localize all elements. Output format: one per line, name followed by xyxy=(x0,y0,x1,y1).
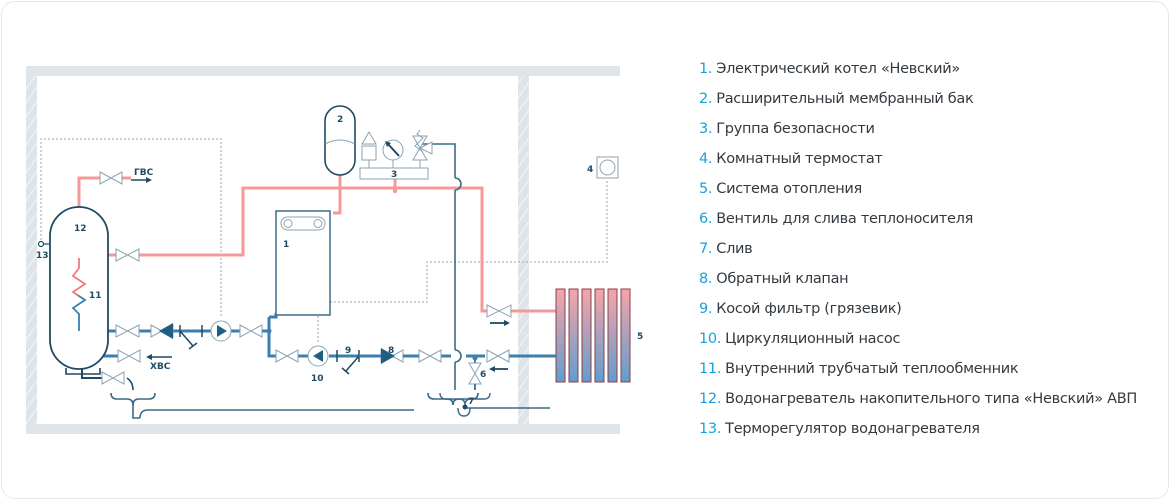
circulation-pump: 10 xyxy=(307,345,329,384)
valve-icon xyxy=(239,324,263,338)
legend-number: 7. xyxy=(699,241,713,257)
legend-number: 10. xyxy=(699,331,722,347)
legend-item: 3.Группа безопасности xyxy=(699,118,1137,148)
filter-heater-loop xyxy=(179,325,203,350)
legend-item: 1.Электрический котел «Невский» xyxy=(699,58,1137,88)
cold-water-label: ХВС xyxy=(150,362,171,372)
ceiling xyxy=(26,66,620,76)
legend-text: Внутренний трубчатый теплообменник xyxy=(725,361,1019,377)
valve-icon xyxy=(101,371,125,385)
hot-water-label: ГВС xyxy=(134,168,154,178)
safety-valve-icon xyxy=(412,147,428,161)
radiator: 5 xyxy=(555,288,643,383)
label-3: 3 xyxy=(391,170,397,180)
legend-text: Терморегулятор водонагревателя xyxy=(725,421,980,437)
boiler: 1 xyxy=(275,210,331,316)
legend-text: Группа безопасности xyxy=(716,121,875,137)
legend-item: 6.Вентиль для слива теплоносителя xyxy=(699,208,1137,238)
label-4: 4 xyxy=(587,165,593,175)
valve-icon xyxy=(486,349,510,363)
legend-number: 1. xyxy=(699,61,713,77)
legend-text: Водонагреватель накопительного типа «Нев… xyxy=(725,391,1137,407)
pump-heater-loop xyxy=(210,320,232,342)
legend-number: 5. xyxy=(699,181,713,197)
left-wall xyxy=(26,76,37,434)
label-7: 7 xyxy=(468,397,474,407)
legend-text: Слив xyxy=(716,241,753,257)
label-13: 13 xyxy=(36,251,49,261)
legend-number: 2. xyxy=(699,91,713,107)
thermoregulator-sensor xyxy=(37,240,45,248)
room-thermostat: 4 xyxy=(587,156,619,179)
valve-icon xyxy=(115,324,140,338)
air-vent-icon xyxy=(361,145,377,161)
legend-text: Электрический котел «Невский» xyxy=(716,61,960,77)
legend-item: 5.Система отопления xyxy=(699,178,1137,208)
check-valve: 8 xyxy=(380,346,404,364)
water-heater: 12 11 13 xyxy=(36,206,109,379)
partition-wall xyxy=(518,76,529,424)
expansion-tank: 2 xyxy=(324,105,356,176)
valve-icon xyxy=(486,304,512,318)
valve-icon xyxy=(275,349,299,363)
legend-text: Обратный клапан xyxy=(716,271,849,287)
legend-number: 9. xyxy=(699,301,713,317)
legend-number: 8. xyxy=(699,271,713,287)
legend-number: 6. xyxy=(699,211,713,227)
hot-water-outlet: ГВС xyxy=(99,168,154,185)
legend-item: 9.Косой фильтр (грязевик) xyxy=(699,298,1137,328)
legend-number: 13. xyxy=(699,421,722,437)
valves xyxy=(101,248,512,385)
legend-text: Комнатный термостат xyxy=(716,151,883,167)
legend-text: Расширительный мембранный бак xyxy=(716,91,974,107)
legend-item: 13.Терморегулятор водонагревателя xyxy=(699,418,1137,448)
floor xyxy=(26,424,620,434)
label-6: 6 xyxy=(480,370,486,380)
label-10: 10 xyxy=(311,374,324,384)
legend-item: 7.Слив xyxy=(699,238,1137,268)
valve-icon xyxy=(418,349,442,363)
label-9: 9 xyxy=(345,346,351,356)
safety-group: 3 xyxy=(359,129,433,180)
legend-text: Косой фильтр (грязевик) xyxy=(716,301,902,317)
label-8: 8 xyxy=(388,346,394,356)
legend-number: 3. xyxy=(699,121,713,137)
legend-number: 11. xyxy=(699,361,722,377)
legend-item: 8.Обратный клапан xyxy=(699,268,1137,298)
legend-item: 11.Внутренний трубчатый теплообменник xyxy=(699,358,1137,388)
label-12: 12 xyxy=(74,224,87,234)
legend-item: 10.Циркуляционный насос xyxy=(699,328,1137,358)
supply-pipes xyxy=(77,175,556,313)
legend-text: Циркуляционный насос xyxy=(725,331,901,347)
walls xyxy=(26,66,620,434)
label-2: 2 xyxy=(337,115,343,125)
heat-exchanger-coil xyxy=(71,258,87,331)
legend-number: 4. xyxy=(699,151,713,167)
legend: 1.Электрический котел «Невский» 2.Расшир… xyxy=(699,58,1137,448)
flow-arrows xyxy=(489,320,510,372)
legend-text: Вентиль для слива теплоносителя xyxy=(716,211,974,227)
valve-icon xyxy=(115,248,140,262)
drain: 7 xyxy=(439,392,491,417)
drain-valve: 6 xyxy=(468,355,486,390)
legend-text: Система отопления xyxy=(716,181,862,197)
check-valve-heater-loop xyxy=(150,323,174,339)
label-1: 1 xyxy=(283,240,289,250)
legend-number: 12. xyxy=(699,391,722,407)
cold-water-inlet: ХВС xyxy=(117,349,172,372)
legend-item: 2.Расширительный мембранный бак xyxy=(699,88,1137,118)
label-11: 11 xyxy=(89,291,102,301)
legend-item: 4.Комнатный термостат xyxy=(699,148,1137,178)
legend-item: 12.Водонагреватель накопительного типа «… xyxy=(699,388,1137,418)
label-5: 5 xyxy=(637,332,643,342)
